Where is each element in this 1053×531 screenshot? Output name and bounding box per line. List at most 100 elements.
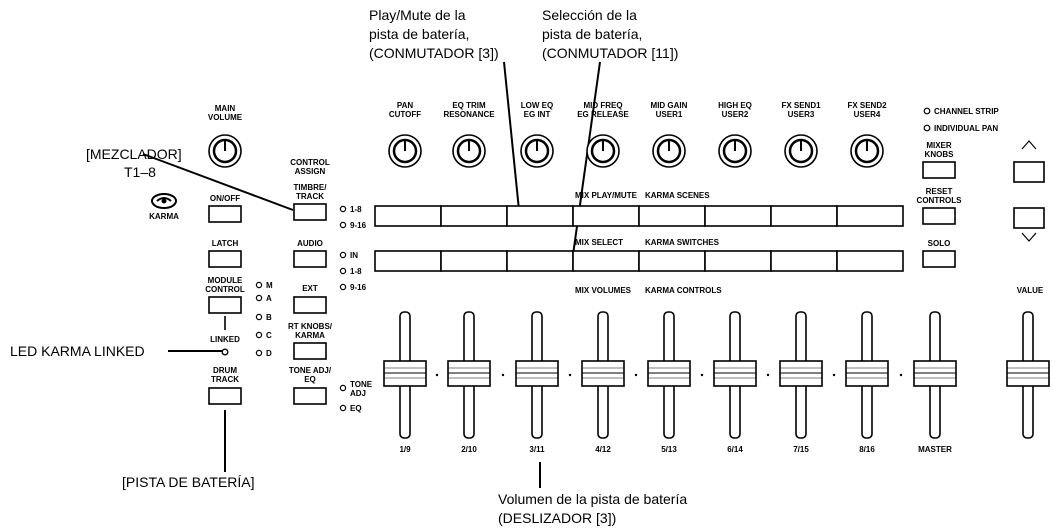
knob-label-5-line2: USER1 [656,110,683,119]
select-switch-2[interactable] [440,250,508,272]
channel-slider-7[interactable] [779,311,823,439]
master-slider[interactable] [913,311,957,439]
play-mute-switch-8[interactable] [836,205,904,227]
channel-strip-label: CHANNEL STRIP [934,107,999,116]
channel-slider-1[interactable] [383,311,427,439]
individual-pan-label: INDIVIDUAL PAN [934,124,998,133]
solo-button[interactable] [922,250,956,268]
knob-label-6-line1: HIGH EQ [718,101,752,110]
row2-label-mix-select: MIX SELECT [575,238,623,247]
annotation-drum-track: [PISTA DE BATERÍA] [122,410,255,490]
linked-label: LINKED [210,335,240,344]
knob-label-5-line1: MID GAIN [651,101,688,110]
on-off-button[interactable] [208,205,242,223]
led-in [339,251,347,259]
reset-controls-button[interactable] [922,207,956,225]
drum-track-button[interactable] [208,387,242,405]
play-mute-switch-3[interactable] [506,205,574,227]
select-switch-8[interactable] [836,250,904,272]
led-tone-adj [339,384,347,392]
channel-slider-1-label: 1/9 [399,445,411,454]
module-control-button[interactable] [208,296,242,314]
rt-knobs-karma-button[interactable] [293,342,327,360]
timbre-track-label-1: TIMBRE/ [294,183,328,192]
main-volume-knob[interactable] [208,134,242,168]
audio-label: AUDIO [297,239,323,248]
led-eq-label: EQ [350,404,362,413]
annotation-volume: Volumen de la pista de batería (DESLIZAD… [498,462,687,526]
main-volume-label-1: MAIN [215,104,236,113]
timbre-track-button[interactable] [293,203,327,221]
annotation-drum-track-text: [PISTA DE BATERÍA] [122,474,255,490]
master-slider-label: MASTER [918,445,952,454]
slider-detent-dot-5 [700,373,704,377]
play-mute-switch-6[interactable] [704,205,772,227]
play-mute-switch-4[interactable] [572,205,640,227]
module-led-m-label: M [266,281,273,290]
channel-slider-2[interactable] [447,311,491,439]
module-led-c-label: C [266,331,272,340]
channel-slider-5-label: 5/13 [661,445,677,454]
control-assign-label-1: CONTROL [290,158,330,167]
value-slider[interactable] [1006,311,1050,439]
slider-detent-dot-6 [766,373,770,377]
channel-slider-8[interactable] [845,311,889,439]
mixer-knobs-label-1: MIXER [926,141,952,150]
knob-label-7-line1: FX SEND1 [781,101,821,110]
select-switch-3[interactable] [506,250,574,272]
knob-label-3-line1: LOW EQ [521,101,553,110]
down-arrow-icon [1021,232,1037,242]
row3-label-karma-controls: KARMA CONTROLS [645,286,722,295]
module-led-b-label: B [266,313,272,322]
mixer-knob-5[interactable] [652,134,686,168]
knob-label-8-line2: USER4 [854,110,881,119]
play-mute-switch-5[interactable] [638,205,706,227]
channel-slider-4[interactable] [581,311,625,439]
mixer-knob-8[interactable] [850,134,884,168]
pad-row-select [374,250,904,272]
increment-button[interactable] [1013,140,1045,183]
module-led-d [255,349,263,357]
ext-button[interactable] [293,296,327,314]
slider-detent-dot-8 [899,373,903,377]
led-in-label: IN [350,251,358,260]
control-assign-label-2: ASSIGN [295,167,326,176]
select-switch-6[interactable] [704,250,772,272]
solo-label: SOLO [928,239,951,248]
play-mute-switch-2[interactable] [440,205,508,227]
play-mute-switch-1[interactable] [374,205,442,227]
select-switch-1[interactable] [374,250,442,272]
ext-label: EXT [302,284,318,293]
audio-button[interactable] [293,250,327,268]
module-led-a [255,294,263,302]
channel-slider-3[interactable] [515,311,559,439]
channel-slider-6[interactable] [713,311,757,439]
mixer-knob-1[interactable] [388,134,422,168]
on-off-label: ON/OFF [210,194,240,203]
slider-detent-dot-4 [634,373,638,377]
linked-led [221,348,229,356]
mixer-knob-6[interactable] [718,134,752,168]
mixer-knobs-label-2: KNOBS [925,150,955,159]
mixer-knob-4[interactable] [586,134,620,168]
knob-label-1-line1: PAN [397,101,414,110]
mixer-knobs-button[interactable] [922,161,956,179]
led-9-16-top-label: 9-16 [350,221,367,230]
select-switch-4[interactable] [572,250,640,272]
knob-label-6-line2: USER2 [722,110,749,119]
tone-adj-eq-button[interactable] [293,387,327,405]
latch-label: LATCH [212,239,239,248]
channel-slider-5[interactable] [647,311,691,439]
mixer-knob-3[interactable] [520,134,554,168]
select-switch-5[interactable] [638,250,706,272]
mixer-knob-2[interactable] [452,134,486,168]
mixer-knob-7[interactable] [784,134,818,168]
latch-button[interactable] [208,250,242,268]
slider-detent-dot-7 [832,373,836,377]
annotation-mixer-line1: [MEZCLADOR] [86,146,182,162]
play-mute-switch-7[interactable] [770,205,838,227]
select-switch-7[interactable] [770,250,838,272]
decrement-button[interactable] [1013,207,1045,242]
